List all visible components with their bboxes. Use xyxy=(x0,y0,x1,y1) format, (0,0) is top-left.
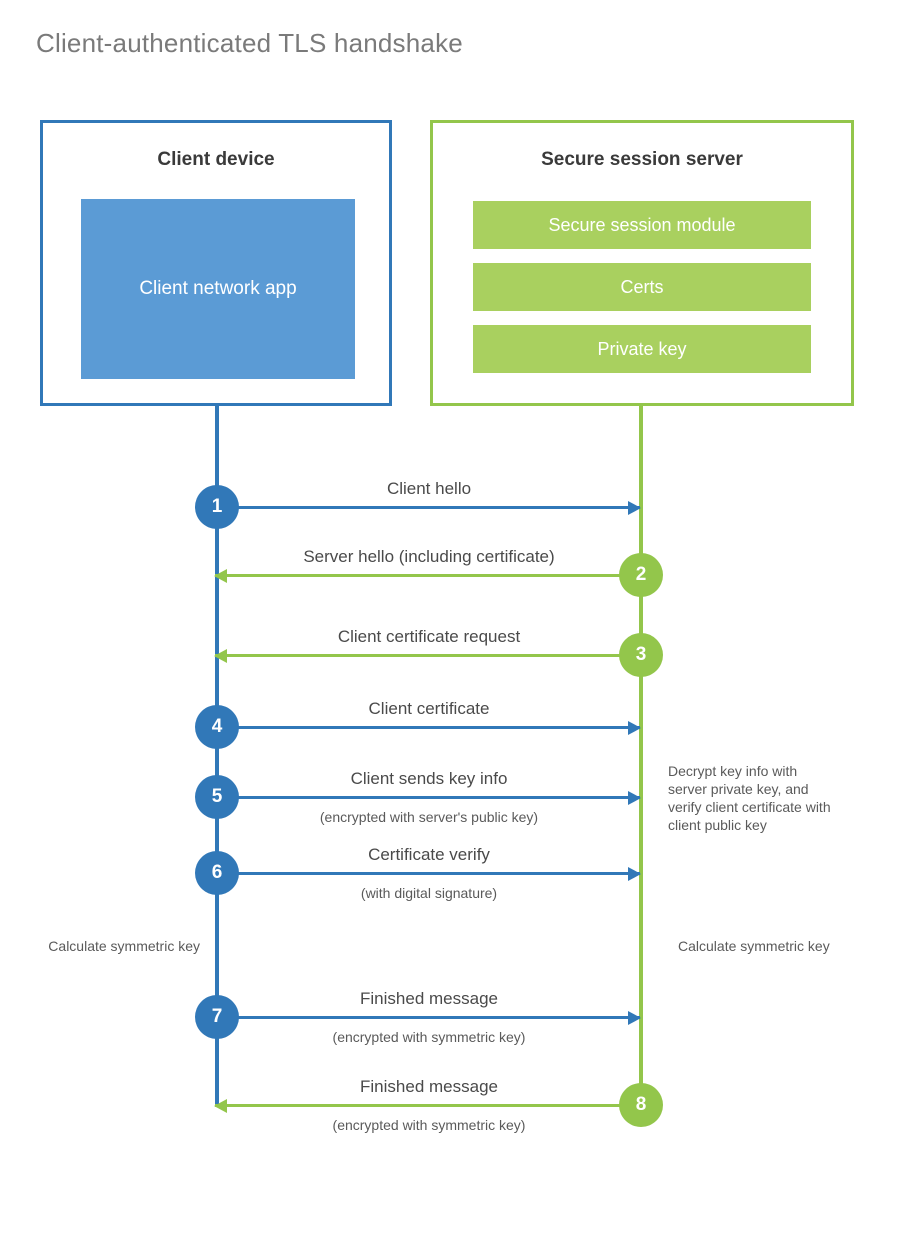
message-arrow-5 xyxy=(235,790,641,805)
step-marker-5[interactable]: 5 xyxy=(195,775,239,819)
message-label-2: Server hello (including certificate) xyxy=(303,547,555,566)
arrow-head-icon xyxy=(628,790,641,805)
step-marker-4[interactable]: 4 xyxy=(195,705,239,749)
server-component-private-key: Private key xyxy=(473,325,811,373)
note-client-calculate-symmetric-key: Calculate symmetric key xyxy=(48,938,200,954)
message-label-6: Certificate verify xyxy=(368,845,490,864)
server-lifeline xyxy=(639,406,643,1106)
secure-session-server-title: Secure session server xyxy=(541,149,743,170)
step-marker-1[interactable]: 1 xyxy=(195,485,239,529)
step-marker-2[interactable]: 2 xyxy=(619,553,663,597)
note-server-calculate-symmetric-key: Calculate symmetric key xyxy=(678,938,830,954)
message-label-5: Client sends key info xyxy=(350,769,508,788)
server-component-certs: Certs xyxy=(473,263,811,311)
message-arrow-6 xyxy=(235,866,641,881)
arrow-head-icon xyxy=(628,1010,641,1025)
message-sublabel-7: (encrypted with symmetric key) xyxy=(332,1029,526,1045)
message-arrow-2 xyxy=(214,568,621,583)
server-component-label: Private key xyxy=(597,338,687,359)
message-arrow-8 xyxy=(214,1098,621,1113)
server-component-secure-session-module: Secure session module xyxy=(473,201,811,249)
step-marker-6[interactable]: 6 xyxy=(195,851,239,895)
message-label-3: Client certificate request xyxy=(337,627,521,646)
message-sublabel-8: (encrypted with symmetric key) xyxy=(332,1117,526,1133)
server-component-label: Certs xyxy=(620,276,664,297)
arrow-head-icon xyxy=(214,648,227,663)
step-marker-8[interactable]: 8 xyxy=(619,1083,663,1127)
arrow-head-icon xyxy=(628,500,641,515)
client-device-box: Client device Client network app xyxy=(40,120,392,406)
client-network-app-block: Client network app xyxy=(81,199,355,379)
secure-session-server-box: Secure session server Secure session mod… xyxy=(430,120,854,406)
client-device-title: Client device xyxy=(157,149,275,170)
step-marker-7[interactable]: 7 xyxy=(195,995,239,1039)
message-label-7: Finished message xyxy=(360,989,498,1008)
note-server-decrypt: Decrypt key info with server private key… xyxy=(668,763,831,833)
page-title: Client-authenticated TLS handshake xyxy=(36,28,463,58)
message-label-4: Client certificate xyxy=(368,699,490,718)
arrow-head-icon xyxy=(214,568,227,583)
message-label-8: Finished message xyxy=(360,1077,498,1096)
step-marker-3[interactable]: 3 xyxy=(619,633,663,677)
arrow-head-icon xyxy=(214,1098,227,1113)
message-arrow-3 xyxy=(214,648,621,663)
message-sublabel-6: (with digital signature) xyxy=(360,885,498,901)
arrow-head-icon xyxy=(628,866,641,881)
client-lifeline xyxy=(215,406,219,1106)
message-label-1: Client hello xyxy=(386,479,472,498)
message-sublabel-5: (encrypted with server's public key) xyxy=(319,809,539,825)
message-arrow-4 xyxy=(235,720,641,735)
server-component-label: Secure session module xyxy=(548,214,736,235)
message-arrow-7 xyxy=(235,1010,641,1025)
client-network-app-label: Client network app xyxy=(139,278,297,299)
arrow-head-icon xyxy=(628,720,641,735)
message-arrow-1 xyxy=(235,500,641,515)
